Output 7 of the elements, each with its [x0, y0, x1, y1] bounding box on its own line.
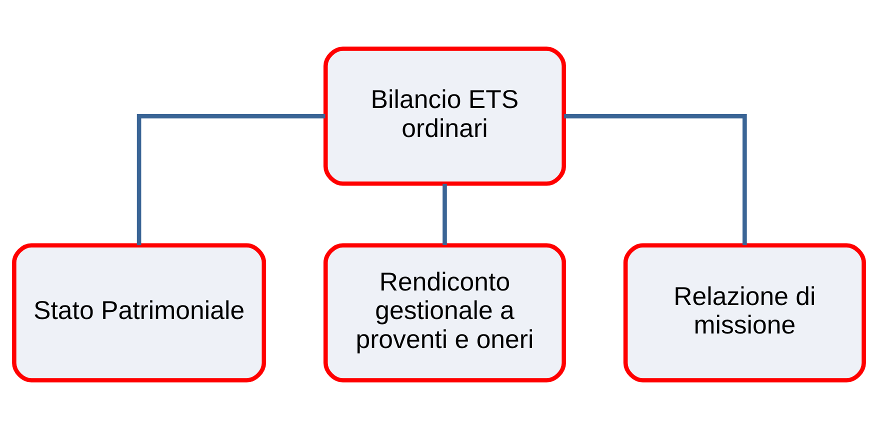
connector [442, 184, 447, 246]
connector [136, 114, 326, 246]
connector [564, 114, 747, 246]
node-box: Stato Patrimoniale [12, 243, 266, 382]
node-box: Bilancio ETS ordinari [323, 46, 566, 186]
node-box: Relazione di missione [623, 243, 866, 382]
node-box: Rendiconto gestionale a proventi e oneri [323, 243, 566, 382]
